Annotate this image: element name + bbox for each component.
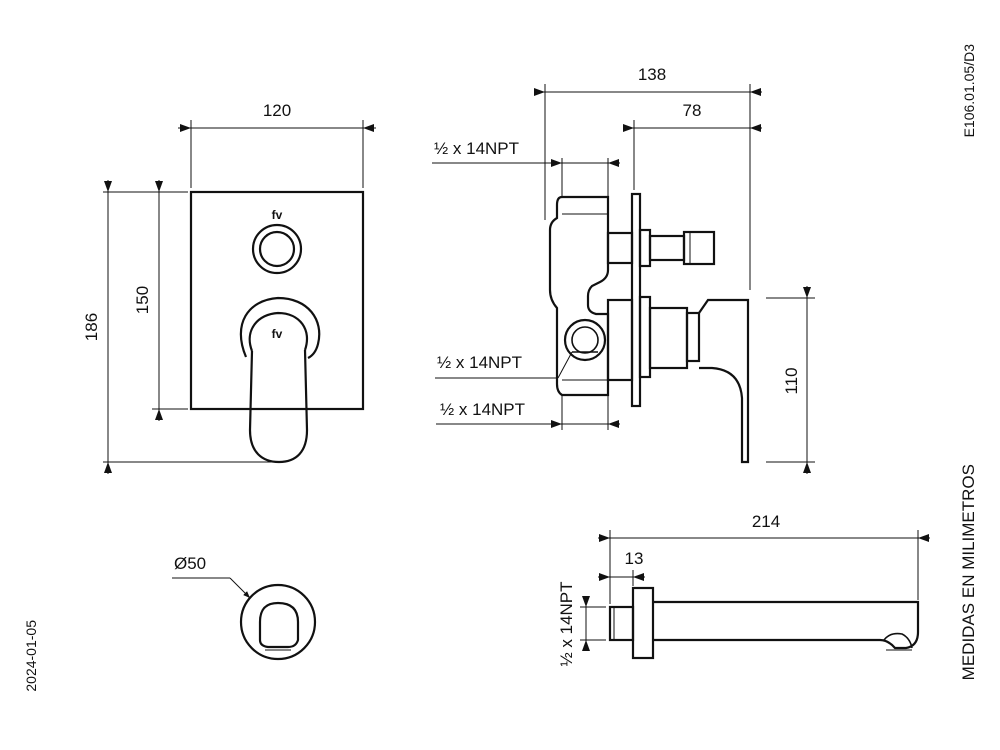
dim-total-depth-label: 138 — [638, 65, 666, 84]
dim-thread-top: ½ x 14NPT — [432, 139, 620, 196]
rosette-view: Ø50 — [172, 554, 317, 661]
spout-flange — [631, 586, 655, 660]
dim-inner-height: 150 — [133, 180, 188, 421]
valve-body — [548, 195, 610, 397]
wall-plate — [630, 192, 642, 408]
dim-thread-bottom: ½ x 14NPT — [436, 396, 620, 430]
units-note: MEDIDAS EN MILIMETROS — [959, 464, 978, 680]
spout-view: 214 13 ½ x 14NPT — [557, 512, 930, 667]
dim-front-width: 120 — [178, 101, 376, 188]
dim-handle-depth: 78 — [623, 101, 762, 190]
diverter-knob: fv — [251, 208, 303, 275]
front-view: fv fv 120 150 — [82, 101, 376, 474]
dim-handle-depth-label: 78 — [683, 101, 702, 120]
dim-spout-thread: ½ x 14NPT — [557, 581, 606, 667]
dim-total-depth: 138 — [534, 65, 762, 290]
dim-total-height-label: 186 — [82, 313, 101, 341]
dim-thread-middle: ½ x 14NPT — [435, 351, 573, 379]
dim-spout-length-label: 214 — [752, 512, 780, 531]
dim-handle-height-label: 110 — [782, 367, 801, 394]
lever-handle: fv — [239, 296, 321, 464]
dim-total-height: 186 — [82, 180, 278, 474]
spout-thread — [608, 605, 635, 642]
lever-profile — [698, 298, 750, 464]
rosette-diameter-label: Ø50 — [174, 554, 206, 573]
cartridge — [606, 295, 701, 382]
cover-plate — [189, 190, 365, 411]
spout-thread-label: ½ x 14NPT — [557, 581, 576, 666]
thread-bottom-label: ½ x 14NPT — [440, 400, 525, 419]
thread-top-label: ½ x 14NPT — [434, 139, 519, 158]
valve-port — [563, 318, 607, 362]
dim-handle-height: 110 — [766, 286, 815, 474]
dim-thread-depth: 13 — [598, 549, 645, 586]
dim-front-width-label: 120 — [263, 101, 291, 120]
brand-logo: fv — [272, 208, 283, 222]
document-code: E106.01.05/D3 — [961, 44, 977, 138]
rosette-outer — [239, 583, 317, 661]
brand-logo-handle: fv — [272, 327, 283, 341]
thread-middle-label: ½ x 14NPT — [437, 353, 522, 372]
dim-inner-height-label: 150 — [133, 286, 152, 314]
drawing-date: 2024-01-05 — [23, 620, 39, 692]
spout-pipe — [653, 600, 920, 650]
dim-thread-depth-label: 13 — [625, 549, 644, 568]
diverter-stem — [606, 228, 716, 268]
side-view: 138 78 ½ x 14NPT ½ x 14NPT ½ x 14NP — [432, 65, 815, 474]
dim-spout-length: 214 — [598, 512, 930, 604]
